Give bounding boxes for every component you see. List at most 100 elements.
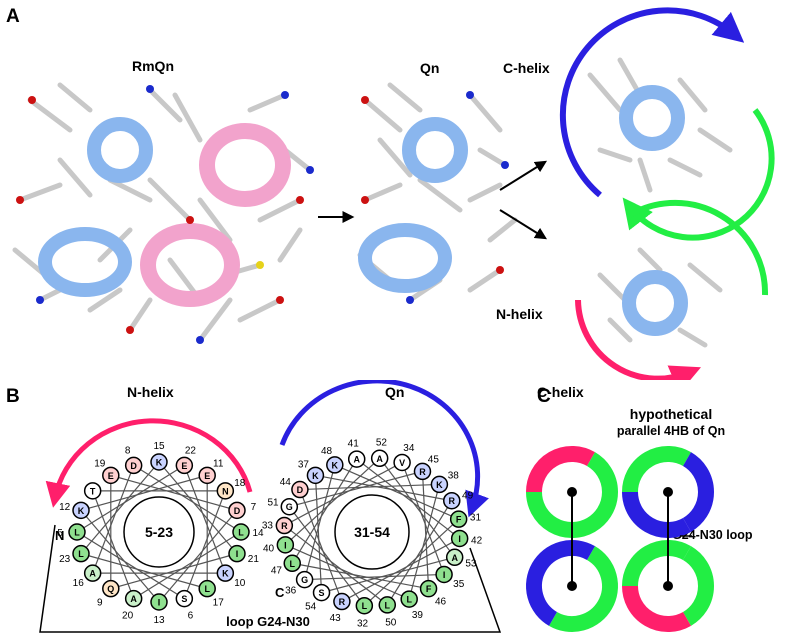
residue-number: 38	[448, 471, 460, 482]
residue-number: 13	[153, 615, 165, 626]
wheel-spoke	[284, 461, 403, 527]
wheel-spoke	[288, 506, 365, 607]
c-helix-label: C-helix	[503, 60, 550, 76]
residue-letter: I	[443, 570, 446, 580]
wheel-spoke	[80, 553, 208, 590]
residue-number: 40	[263, 543, 275, 554]
wheel-spoke	[110, 553, 238, 590]
four-helix-bundle	[526, 446, 714, 632]
residue-number: 6	[188, 610, 194, 621]
residue-letter: L	[385, 600, 391, 610]
residue-letter: L	[78, 549, 84, 559]
c-terminus-label: C	[275, 585, 285, 600]
residue-letter: L	[289, 559, 295, 569]
residue-circle	[291, 480, 309, 499]
qn-label: Qn	[420, 60, 440, 76]
rmqn-pink-helices	[140, 123, 291, 307]
c-helix-structure	[587, 57, 733, 193]
residue-letter: L	[238, 528, 244, 538]
wheel-spoke	[92, 490, 135, 599]
wheel-spoke	[321, 556, 455, 594]
n-helix-ribbon	[622, 270, 688, 336]
residue-letter: Q	[107, 584, 114, 594]
residue-letter: V	[399, 458, 405, 468]
helix-axis-dot	[567, 581, 577, 591]
rmqn-blue-helices	[38, 117, 153, 297]
residue-number: 39	[412, 610, 424, 621]
wheel-spoke	[315, 474, 452, 502]
wheel-spoke	[284, 457, 381, 546]
residue-number: 50	[385, 618, 397, 629]
residue-letter: L	[406, 595, 412, 605]
wheel-spoke	[80, 509, 160, 603]
wheel-spoke	[421, 471, 430, 589]
panel-c-letter: C	[537, 386, 551, 407]
residue-number: 42	[471, 536, 483, 547]
helix-axis-dot	[663, 581, 673, 591]
residue-circle	[228, 501, 246, 520]
wheel-spoke	[334, 464, 459, 520]
panel-c-title: hypothetical	[629, 406, 713, 422]
panel-b-n-helix-label: N-helix	[127, 384, 174, 400]
qn-blue-helices	[358, 117, 468, 293]
residue-circle	[400, 590, 418, 608]
residue-circle	[430, 475, 449, 494]
residue-letter: A	[376, 454, 383, 464]
residue-number: 19	[94, 458, 106, 469]
residue-number: 34	[403, 443, 415, 454]
residue-letter: A	[451, 553, 458, 563]
wheel-spoke	[283, 525, 388, 606]
residue-circle	[102, 579, 120, 598]
residue-circle	[124, 456, 143, 475]
residue-number: 22	[185, 446, 197, 457]
residue-letter: E	[181, 461, 187, 471]
residue-letter: A	[130, 594, 137, 604]
residue-circle	[102, 466, 120, 485]
residue-letter: R	[281, 521, 288, 531]
residue-letter: R	[419, 467, 426, 477]
residue-circle	[72, 544, 90, 563]
wheel-spoke	[379, 457, 456, 558]
residue-number: 37	[298, 459, 310, 470]
residue-number: 14	[252, 528, 264, 539]
residue-circle	[83, 564, 102, 582]
residue-number: 33	[262, 520, 274, 531]
residue-number: 7	[251, 502, 257, 513]
ring-segment	[622, 491, 691, 538]
residue-number: 23	[59, 554, 71, 565]
residue-number: 20	[122, 610, 134, 621]
residue-letter: K	[156, 458, 163, 468]
residue-number: 45	[428, 454, 440, 465]
residue-letter: N	[222, 486, 229, 496]
residue-circle	[312, 583, 331, 602]
loop-outline	[39, 524, 502, 633]
residue-letter: T	[90, 486, 96, 496]
ring-segment	[622, 446, 691, 493]
residue-circle	[355, 596, 374, 615]
wheel-core	[123, 496, 195, 568]
residue-number: 11	[213, 458, 224, 469]
residue-number: 9	[97, 598, 103, 609]
residue-letter: F	[456, 515, 462, 525]
residue-number: 46	[435, 597, 447, 608]
rmqn-atoms	[16, 85, 314, 344]
residue-circle	[280, 497, 299, 516]
residue-letter: A	[353, 455, 360, 465]
ring-segment	[622, 540, 691, 587]
wheel-spoke	[401, 462, 445, 575]
residue-number: 54	[305, 602, 317, 613]
helix-axis-dot	[567, 487, 577, 497]
residue-circle	[413, 462, 432, 481]
residue-number: 12	[59, 502, 71, 513]
residue-circle	[228, 544, 246, 563]
residue-circle	[347, 450, 366, 468]
residue-circle	[306, 466, 325, 485]
wheel-spoke	[133, 464, 242, 533]
residue-letter: D	[234, 506, 241, 516]
residue-letter: K	[312, 471, 319, 481]
ring-segment	[549, 546, 618, 632]
residue-letter: S	[181, 594, 187, 604]
wheel-spoke	[304, 464, 336, 580]
n-helix-label: N-helix	[496, 306, 543, 322]
